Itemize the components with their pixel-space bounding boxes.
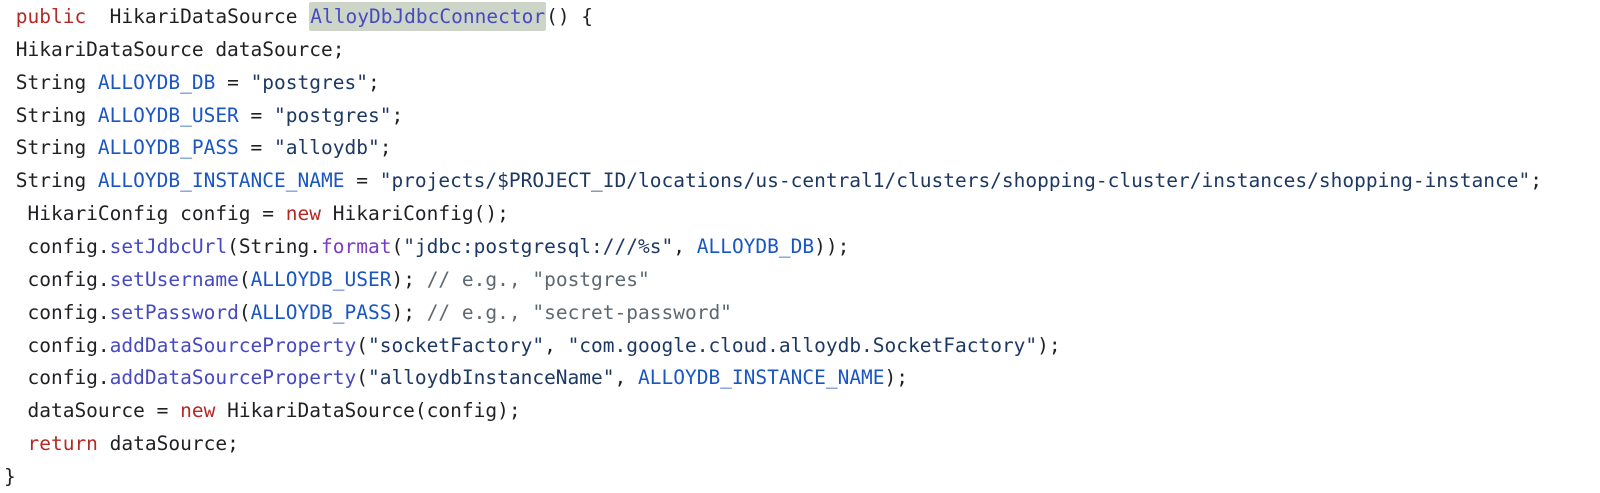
code-line: config.setPassword(ALLOYDB_PASS); // e.g… — [4, 297, 1600, 330]
code-token: "socketFactory" — [367, 333, 545, 357]
code-token: "alloydb" — [274, 136, 380, 160]
code-token: HikariDataSource(config); — [215, 399, 521, 423]
code-token: ( — [356, 333, 368, 357]
code-token: ); — [391, 267, 427, 291]
code-token: )); — [814, 235, 850, 259]
code-line: String ALLOYDB_DB = "postgres"; — [4, 67, 1600, 100]
code-token: config. — [4, 235, 110, 259]
code-token: "projects/$PROJECT_ID/locations/us-centr… — [379, 169, 1531, 193]
code-line: HikariDataSource dataSource; — [4, 34, 1600, 67]
code-token: new — [180, 399, 216, 423]
code-token: config. — [4, 300, 110, 324]
code-token: ); — [884, 366, 909, 390]
code-line: HikariConfig config = new HikariConfig()… — [4, 198, 1600, 231]
code-line: config.setUsername(ALLOYDB_USER); // e.g… — [4, 264, 1600, 297]
code-token: HikariDataSource dataSource; — [4, 37, 345, 61]
code-token: ALLOYDB_PASS — [250, 300, 392, 324]
code-line: } — [4, 461, 1600, 493]
code-token: ALLOYDB_DB — [97, 70, 216, 94]
code-token: , — [544, 333, 568, 357]
code-token — [4, 5, 16, 28]
code-token: ; — [367, 70, 380, 94]
code-token: addDataSourceProperty — [109, 366, 357, 390]
code-token: config. — [4, 366, 110, 390]
code-line: public HikariDataSource AlloyDbJdbcConne… — [4, 1, 1600, 34]
code-token: ( — [391, 235, 404, 259]
code-token: () { — [546, 5, 594, 28]
code-token: setPassword — [109, 300, 239, 324]
code-token: ALLOYDB_PASS — [97, 136, 239, 160]
code-token: setJdbcUrl — [109, 235, 228, 259]
code-line: dataSource = new HikariDataSource(config… — [4, 395, 1600, 428]
code-token: = — [238, 103, 275, 127]
code-token: = — [238, 136, 275, 160]
code-line: String ALLOYDB_PASS = "alloydb"; — [4, 132, 1600, 165]
code-line: config.addDataSourceProperty("socketFact… — [4, 330, 1600, 363]
code-token: dataSource; — [97, 432, 239, 456]
code-token: , — [614, 366, 638, 390]
code-token: HikariDataSource — [86, 5, 310, 28]
code-token: // e.g., "secret-password" — [426, 300, 732, 324]
code-line: config.setJdbcUrl(String.format("jdbc:po… — [4, 231, 1600, 264]
code-token: HikariConfig config = — [4, 202, 286, 226]
code-token — [4, 432, 27, 455]
code-token: ; — [391, 103, 404, 127]
code-token: "postgres" — [250, 70, 368, 94]
code-token: ); — [391, 300, 427, 324]
code-token: "alloydbInstanceName" — [367, 366, 615, 390]
code-token: ALLOYDB_INSTANCE_NAME — [638, 366, 885, 390]
code-token: String — [4, 169, 98, 193]
code-token: String — [4, 136, 98, 160]
code-line: config.addDataSourceProperty("alloydbIns… — [4, 362, 1600, 395]
code-token: setUsername — [109, 267, 239, 291]
code-token: ALLOYDB_DB — [696, 235, 815, 259]
code-token: return — [27, 432, 98, 456]
code-token: HikariConfig(); — [321, 202, 509, 226]
code-token: "postgres" — [274, 103, 392, 127]
code-line: String ALLOYDB_USER = "postgres"; — [4, 100, 1600, 133]
code-token: "com.google.cloud.alloydb.SocketFactory" — [567, 333, 1038, 357]
highlighted-symbol: AlloyDbJdbcConnector — [309, 2, 547, 31]
code-token: String — [4, 70, 98, 94]
code-token: } — [4, 465, 16, 489]
code-token: // e.g., "postgres" — [426, 267, 650, 291]
code-token: ( — [356, 366, 368, 390]
code-token: ( — [238, 300, 251, 324]
code-token: new — [285, 202, 321, 226]
code-token: dataSource = — [4, 399, 181, 423]
code-token: ; — [1530, 169, 1542, 193]
code-token: config. — [4, 333, 110, 357]
code-token: ALLOYDB_USER — [97, 103, 239, 127]
code-line: return dataSource; — [4, 428, 1600, 461]
code-token: (String. — [227, 235, 321, 259]
code-token: config. — [4, 267, 110, 291]
code-token: ); — [1037, 333, 1061, 357]
code-token: ; — [379, 136, 392, 160]
code-token: ALLOYDB_INSTANCE_NAME — [97, 169, 345, 193]
code-token: public — [15, 5, 87, 28]
code-token: ALLOYDB_USER — [250, 267, 392, 291]
code-token: String — [4, 103, 98, 127]
code-token: ( — [238, 267, 251, 291]
code-token: format — [321, 235, 392, 259]
code-token: = — [215, 70, 251, 94]
code-line: String ALLOYDB_INSTANCE_NAME = "projects… — [4, 165, 1600, 198]
code-token: , — [673, 235, 697, 259]
code-token: addDataSourceProperty — [109, 333, 357, 357]
code-token: = — [344, 169, 380, 193]
code-token: "jdbc:postgresql:///%s" — [403, 235, 674, 259]
